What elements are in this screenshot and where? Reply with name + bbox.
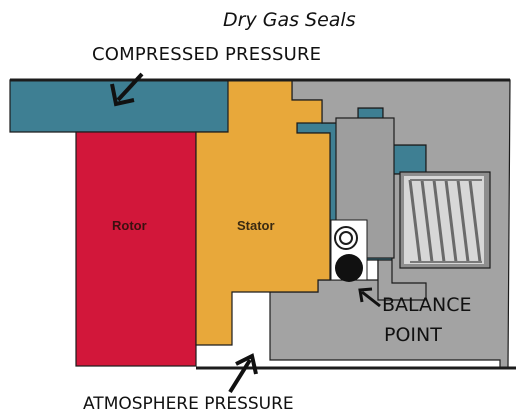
diagram-title: Dry Gas Seals [223,9,356,31]
spring-icon [404,176,484,264]
atmosphere-pressure-label: ATMOSPHERE PRESSURE [83,394,294,414]
compressed-pressure-arrow-icon [110,72,144,107]
compressed-pressure-label: COMPRESSED PRESSURE [92,44,322,65]
balance-point-arrow-icon [358,287,381,308]
seal-ball [335,254,363,282]
rotor [75,131,197,367]
atmosphere-pressure-arrow-icon [228,353,258,394]
stator-label: Stator [237,218,275,233]
balance-point-label-line1: BALANCE [382,294,472,316]
seal-housing [269,79,511,369]
rotor-label: Rotor [112,218,147,233]
balance-point-label-line2: POINT [384,324,442,346]
o-ring-icon [334,226,358,250]
